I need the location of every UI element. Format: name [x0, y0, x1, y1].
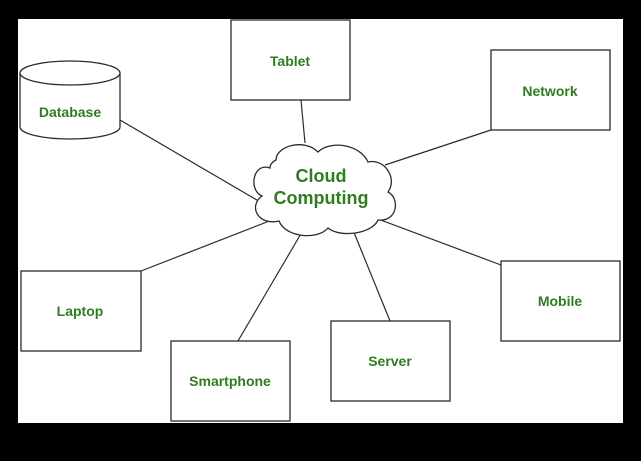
smartphone-label: Smartphone — [189, 373, 271, 389]
server-label: Server — [368, 353, 412, 369]
tablet-label: Tablet — [270, 53, 311, 69]
network-node — [490, 49, 611, 131]
connector-database — [119, 119, 263, 204]
laptop-label: Laptop — [57, 303, 104, 319]
smartphone-node — [170, 340, 291, 422]
connector-server — [352, 229, 391, 322]
network-label: Network — [522, 83, 577, 99]
connector-laptop — [140, 219, 273, 272]
database-label: Database — [39, 104, 101, 120]
server-node — [330, 320, 451, 402]
cloud-label-line2: Computing — [274, 188, 369, 208]
tablet-node — [230, 19, 351, 101]
cloud-label-line1: Cloud — [296, 166, 347, 186]
database-node — [19, 60, 121, 140]
cloud-shape — [253, 144, 397, 237]
connector-network — [384, 129, 492, 166]
connector-tablet — [300, 99, 306, 144]
connector-smartphone — [237, 231, 303, 342]
connector-mobile — [377, 218, 502, 266]
laptop-node — [20, 270, 142, 352]
mobile-label: Mobile — [538, 293, 583, 309]
mobile-node — [500, 260, 621, 342]
